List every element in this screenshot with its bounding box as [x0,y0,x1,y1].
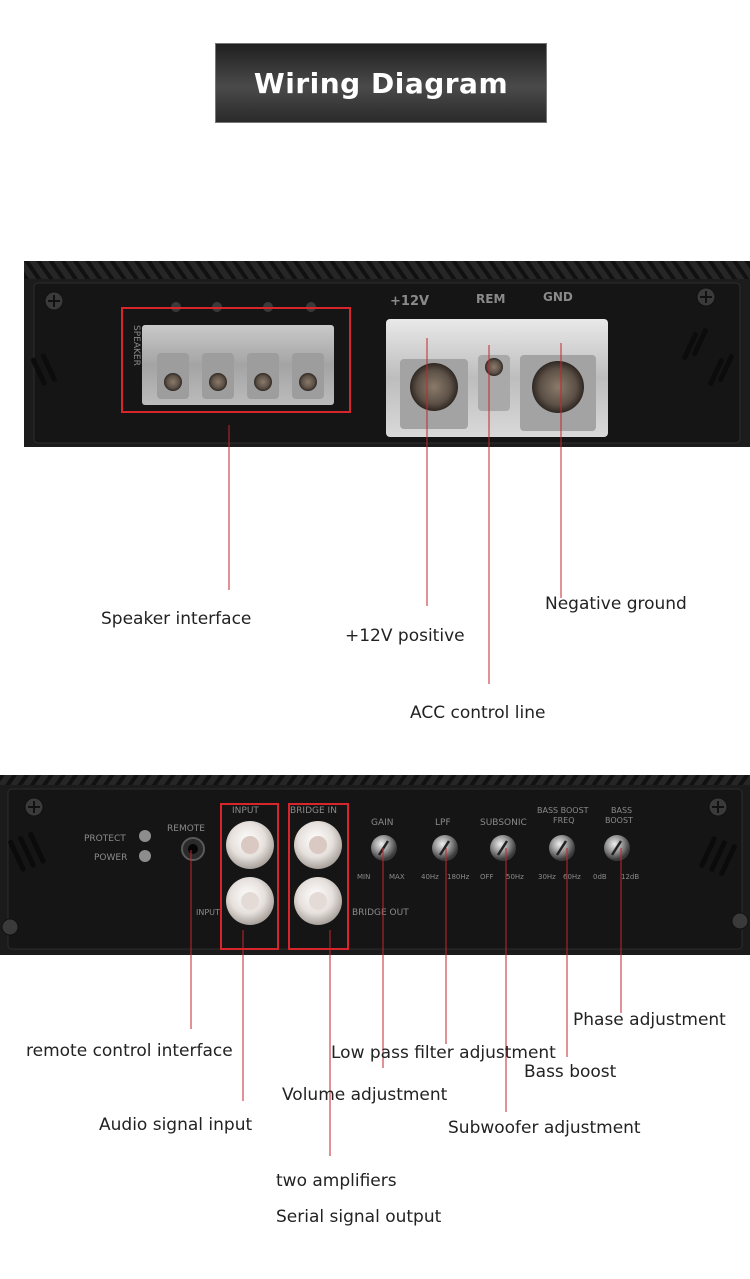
remote-silk-label: REMOTE [167,824,205,834]
remote-control-interface-label: remote control interface [26,1041,233,1061]
top-amplifier-panel: SPEAKER +12V REM GND [24,261,750,447]
lpf-silk-label: LPF [435,818,451,828]
lpf-max-label: 180Hz [447,873,470,881]
protect-silk-label: PROTECT [84,834,126,844]
screw-icon [1,797,749,936]
power-terminal-block [386,319,608,437]
title-banner: Wiring Diagram [215,43,547,123]
phase-adjustment-label: Phase adjustment [573,1010,726,1030]
bass-boost-label: Bass boost [524,1062,617,1082]
bridge-out-silk-label: BRIDGE OUT [352,908,409,918]
negative-ground-label: Negative ground [545,594,687,614]
speaker-highlight-box [121,307,351,413]
input-small-silk-label: INPUT [196,908,220,917]
audio-signal-input-label: Audio signal input [99,1115,253,1135]
lpf-knob: LPF 40Hz 180Hz [421,818,470,881]
two-amplifiers-label: two amplifiers [276,1171,397,1191]
subsonic-knob: SUBSONIC OFF 50Hz [480,818,527,881]
power-silk-label: +12V [390,294,429,309]
power-led [139,850,151,862]
subwoofer-adjustment-label: Subwoofer adjustment [448,1118,641,1138]
bridge-highlight-box [288,803,349,950]
input-silk-label: INPUT [232,806,259,816]
rem-silk-label: REM [476,292,505,306]
low-pass-filter-adjustment-label: Low pass filter adjustment [331,1043,556,1063]
gain-silk-label: GAIN [371,818,394,828]
bass-freq-knob: BASS BOOST FREQ 30Hz 60Hz [537,806,589,881]
subsonic-silk-label: SUBSONIC [480,818,527,828]
positive-12v-label: +12V positive [345,626,465,646]
bottom-panel-graphic: PROTECT POWER REMOTE INPUT INPUT BRIDGE … [0,775,750,955]
subsonic-max-label: 50Hz [506,873,524,881]
bass-boost-min-label: 0dB [593,873,607,881]
bass-boost-silk-label-2: BOOST [605,816,633,825]
gain-max-label: MAX [389,873,405,881]
bass-freq-silk-label-1: BASS BOOST [537,806,589,815]
serial-signal-output-label: Serial signal output [276,1207,442,1227]
bass-freq-silk-label-2: FREQ [553,816,575,825]
protect-led [139,830,151,842]
bridge-in-silk-label: BRIDGE IN [290,806,337,816]
bass-boost-silk-label-1: BASS [611,806,632,815]
bass-boost-max-label: 12dB [621,873,639,881]
speaker-silk-label: SPEAKER [131,325,141,366]
bass-freq-max-label: 60Hz [563,873,581,881]
subsonic-min-label: OFF [480,873,494,881]
power-led-silk-label: POWER [94,853,127,863]
lpf-min-label: 40Hz [421,873,439,881]
gain-knob: GAIN MIN MAX [357,818,405,881]
bottom-amplifier-panel: PROTECT POWER REMOTE INPUT INPUT BRIDGE … [0,775,750,955]
screw-icon [44,287,716,311]
bass-boost-knob: BASS BOOST 0dB 12dB [593,806,639,881]
input-highlight-box [220,803,279,950]
bass-freq-min-label: 30Hz [538,873,556,881]
acc-control-line-label: ACC control line [410,703,546,723]
rca-jacks [226,821,342,925]
top-panel-graphic: SPEAKER +12V REM GND [24,261,750,447]
gnd-silk-label: GND [543,290,573,304]
page-title: Wiring Diagram [253,66,509,100]
volume-adjustment-label: Volume adjustment [282,1085,448,1105]
speaker-terminal-block [142,325,334,405]
gain-min-label: MIN [357,873,370,881]
speaker-interface-label: Speaker interface [101,609,252,629]
